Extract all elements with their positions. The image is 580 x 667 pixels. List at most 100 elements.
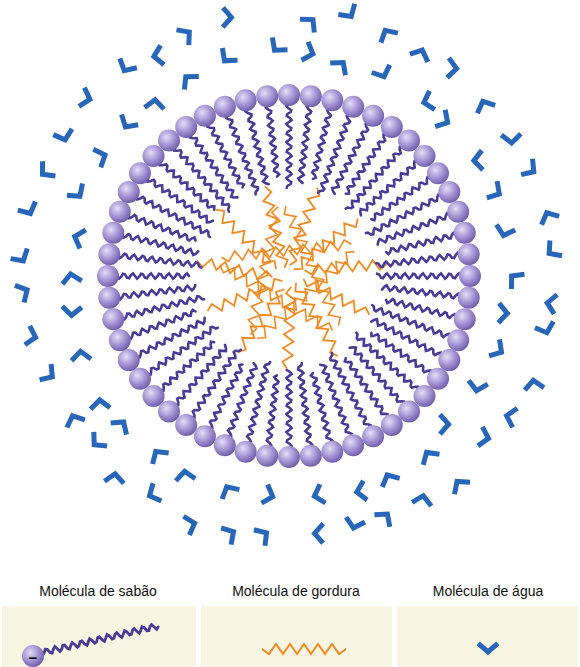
water-molecule bbox=[330, 63, 345, 76]
soap-tail bbox=[122, 296, 204, 319]
soap-head bbox=[118, 349, 140, 371]
water-molecule bbox=[272, 37, 287, 50]
water-molecule bbox=[507, 408, 518, 427]
soap-head bbox=[109, 201, 131, 223]
soap-tail bbox=[386, 233, 456, 254]
soap-tail bbox=[372, 305, 450, 337]
water-molecules bbox=[11, 4, 562, 546]
legend-samples bbox=[22, 625, 498, 667]
soap-tail bbox=[298, 105, 311, 183]
soap-head bbox=[447, 201, 469, 223]
water-molecule bbox=[521, 159, 534, 175]
soap-tail-sample bbox=[40, 625, 158, 656]
water-molecule bbox=[496, 225, 515, 236]
soap-head bbox=[235, 441, 257, 463]
soap-head bbox=[98, 287, 120, 309]
legend-label: Molécula de água bbox=[433, 583, 544, 599]
soap-head-sample bbox=[22, 645, 44, 667]
water-molecule bbox=[381, 30, 398, 42]
soap-tail bbox=[286, 370, 291, 448]
soap-heads bbox=[97, 84, 481, 468]
water-molecule bbox=[478, 643, 498, 652]
water-molecule bbox=[75, 230, 86, 249]
soap-head bbox=[398, 130, 420, 152]
soap-head bbox=[256, 85, 278, 107]
soap-tail bbox=[371, 177, 430, 220]
soap-head bbox=[414, 145, 436, 167]
soap-head bbox=[321, 89, 343, 111]
water-molecule bbox=[184, 516, 195, 535]
fat-molecules bbox=[197, 186, 387, 368]
soap-head bbox=[256, 445, 278, 467]
water-molecule bbox=[43, 161, 56, 176]
water-molecule bbox=[120, 58, 137, 70]
soap-head bbox=[362, 425, 384, 447]
soap-tail bbox=[371, 333, 430, 374]
fat-molecule bbox=[282, 287, 295, 369]
soap-tail bbox=[376, 253, 460, 267]
water-molecule bbox=[111, 422, 127, 435]
soap-head bbox=[102, 308, 124, 330]
soap-head bbox=[158, 130, 180, 152]
fat-molecule bbox=[220, 265, 333, 331]
soap-tail bbox=[118, 254, 201, 268]
fat-molecule bbox=[248, 207, 280, 334]
soap-tail bbox=[298, 363, 312, 447]
water-molecule bbox=[91, 400, 110, 409]
soap-head bbox=[398, 401, 420, 423]
water-molecule bbox=[18, 202, 36, 214]
soap-tail bbox=[228, 363, 257, 437]
fat-molecule bbox=[290, 188, 320, 266]
water-molecule bbox=[122, 115, 139, 127]
water-molecule bbox=[72, 351, 92, 360]
water-molecule bbox=[177, 30, 190, 45]
soap-tail bbox=[208, 124, 244, 188]
soap-head bbox=[129, 368, 151, 390]
soap-tail bbox=[286, 104, 291, 188]
soap-tail bbox=[266, 105, 279, 176]
soap-head bbox=[102, 222, 124, 244]
water-molecule bbox=[469, 380, 488, 390]
soap-tail bbox=[137, 318, 205, 358]
charge-sign: − bbox=[29, 650, 38, 665]
water-molecule bbox=[374, 514, 389, 527]
legend-band bbox=[0, 578, 580, 667]
soap-tail bbox=[128, 215, 195, 241]
soap-head bbox=[194, 425, 216, 447]
soap-head bbox=[438, 349, 460, 371]
water-molecule bbox=[489, 339, 501, 356]
soap-head bbox=[381, 116, 403, 138]
water-molecule bbox=[440, 415, 449, 435]
water-molecule bbox=[223, 8, 232, 28]
soap-head bbox=[118, 181, 140, 203]
water-molecule bbox=[424, 91, 435, 110]
soap-tail bbox=[346, 134, 387, 193]
soap-head bbox=[278, 446, 300, 468]
water-molecule bbox=[300, 19, 314, 32]
water-molecule bbox=[222, 48, 237, 61]
soap-tail bbox=[318, 115, 350, 193]
water-molecule bbox=[477, 101, 495, 113]
water-molecule bbox=[67, 184, 83, 197]
soap-tail bbox=[267, 375, 279, 446]
water-molecule bbox=[412, 496, 431, 506]
soap-tail bbox=[117, 273, 189, 278]
water-molecule bbox=[254, 530, 267, 546]
legend-panel bbox=[2, 606, 196, 667]
soap-head bbox=[438, 181, 460, 203]
water-molecule bbox=[79, 88, 90, 107]
soap-head bbox=[175, 116, 197, 138]
water-molecule bbox=[315, 524, 324, 544]
water-molecule bbox=[382, 475, 399, 487]
water-molecule bbox=[512, 274, 525, 289]
soap-tail bbox=[311, 373, 332, 443]
water-molecule bbox=[447, 58, 457, 78]
water-molecule bbox=[498, 303, 507, 323]
water-molecule bbox=[410, 50, 428, 62]
soap-tail bbox=[246, 109, 269, 184]
soap-head bbox=[158, 401, 180, 423]
water-molecule bbox=[184, 76, 198, 89]
soap-tail bbox=[345, 358, 388, 417]
water-molecule bbox=[455, 482, 471, 495]
